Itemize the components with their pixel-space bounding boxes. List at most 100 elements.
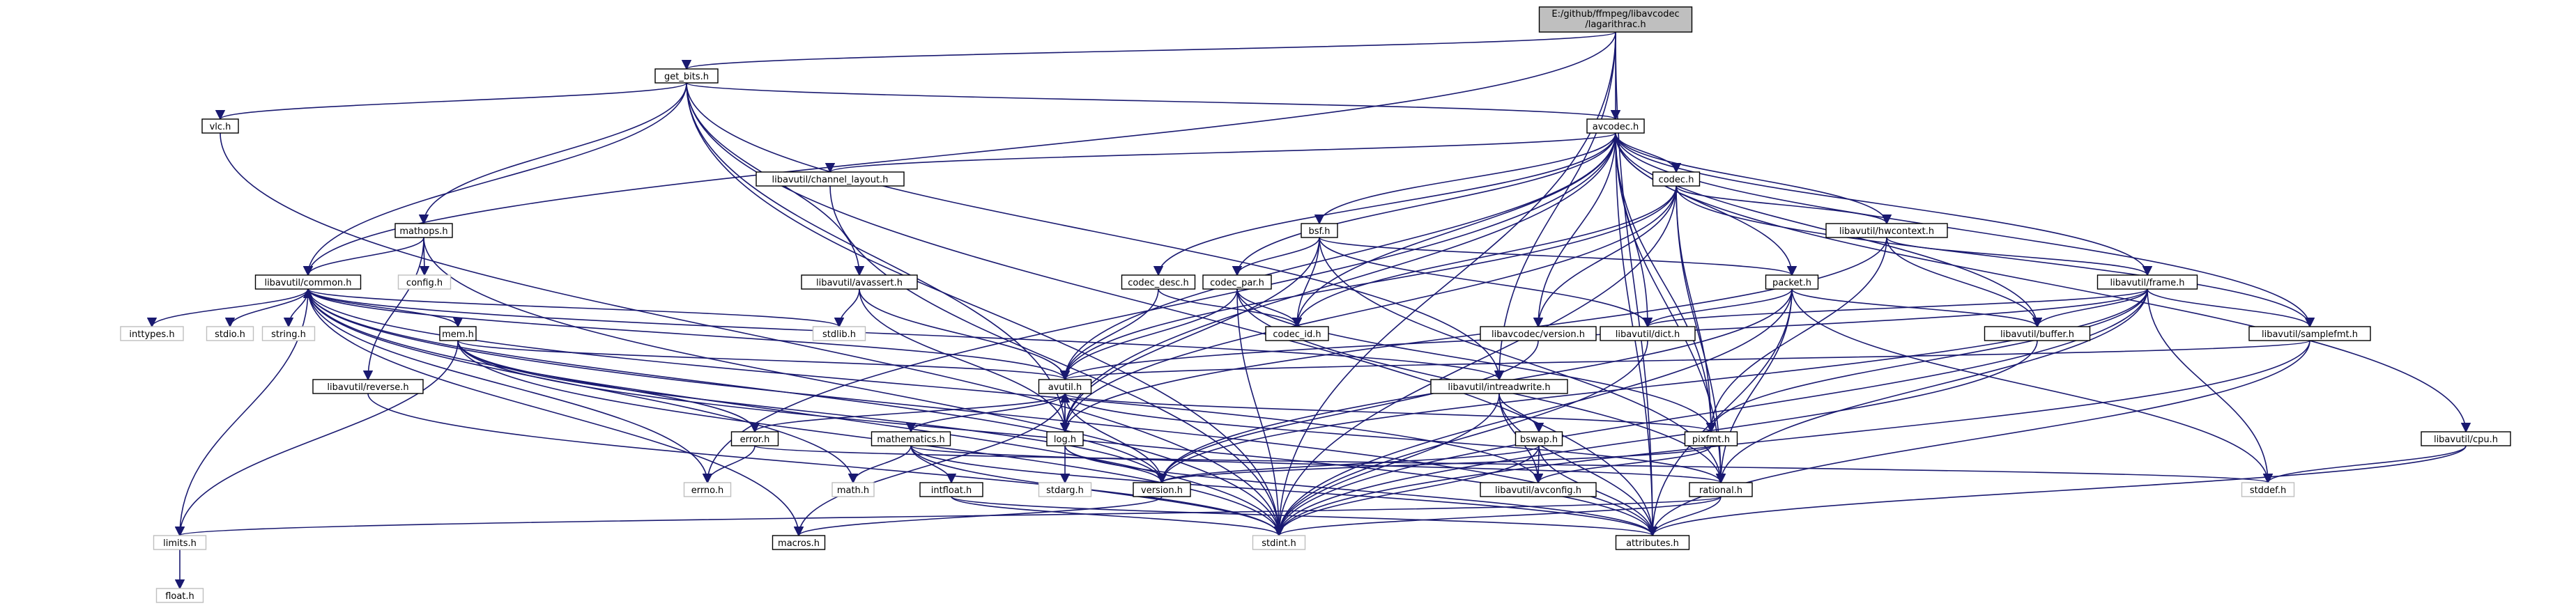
edge-avassert-to-log	[859, 288, 1071, 433]
node-avutil[interactable]: avutil.h	[1038, 379, 1092, 394]
edge-packet-to-stdint	[1273, 288, 1793, 537]
node-codec-desc[interactable]: codec_desc.h	[1121, 274, 1196, 290]
node-vlc[interactable]: vlc.h	[201, 118, 239, 134]
edge-avcodec-to-samplefmt	[1615, 132, 2315, 328]
node-label: macros.h	[778, 538, 820, 549]
edge-rational-to-attributes	[1647, 496, 1722, 537]
node-intfloat[interactable]: intfloat.h	[919, 482, 983, 497]
edge-mem-to-stdint	[457, 340, 1285, 537]
node-stddef[interactable]: stddef.h	[2241, 482, 2295, 497]
node-box	[831, 482, 875, 497]
node-label: errno.h	[691, 485, 724, 496]
edge-codec-to-samplefmt	[1676, 185, 2315, 328]
node-box	[1046, 431, 1084, 446]
node-box	[1301, 223, 1338, 238]
node-box	[1615, 535, 1690, 550]
node-macros[interactable]: macros.h	[772, 535, 826, 550]
edge-pixfmt-to-avconfig	[1533, 445, 1712, 484]
edge-rational-to-stdint	[1274, 496, 1722, 537]
edge-codec_par-to-avutil	[1059, 288, 1238, 381]
edge-reverse-to-stdint	[367, 393, 1285, 537]
edge-frame-to-version	[1156, 288, 2148, 484]
edge-common-to-intreadwrite	[307, 288, 1504, 381]
node-avassert[interactable]: libavutil/avassert.h	[801, 274, 918, 290]
edge-bswap-to-avconfig	[1533, 445, 1544, 484]
node-box	[1600, 326, 1696, 341]
node-avconfig[interactable]: libavutil/avconfig.h	[1480, 482, 1597, 497]
node-get-bits[interactable]: get_bits.h	[654, 68, 719, 84]
node-label: libavutil/dict.h	[1616, 329, 1680, 340]
node-codec-par[interactable]: codec_par.h	[1202, 274, 1272, 290]
node-cpu[interactable]: libavutil/cpu.h	[2421, 431, 2511, 446]
edge-common-to-macros	[307, 288, 804, 537]
node-stdarg[interactable]: stdarg.h	[1038, 482, 1092, 497]
edge-codec-to-codec_id	[1291, 185, 1677, 328]
node-config[interactable]: config.h	[397, 274, 452, 290]
node-mem[interactable]: mem.h	[439, 326, 477, 341]
node-stdint[interactable]: stdint.h	[1252, 535, 1306, 550]
node-box	[1765, 274, 1819, 290]
node-reverse[interactable]: libavutil/reverse.h	[312, 379, 424, 394]
node-pixfmt[interactable]: pixfmt.h	[1684, 431, 1738, 446]
node-label: stdarg.h	[1046, 485, 1084, 496]
edge-mem-to-version	[457, 340, 1167, 484]
node-buffer[interactable]: libavutil/buffer.h	[1984, 326, 2091, 341]
edge-mathematics-to-attributes	[910, 445, 1657, 537]
node-limits[interactable]: limits.h	[153, 535, 207, 550]
node-label: libavutil/common.h	[264, 278, 351, 288]
edge-common-to-stdlib	[307, 288, 844, 328]
node-samplefmt[interactable]: libavutil/samplefmt.h	[2248, 326, 2371, 341]
node-label: avutil.h	[1048, 382, 1082, 393]
node-dict[interactable]: libavutil/dict.h	[1600, 326, 1696, 341]
node-label: libavutil/cpu.h	[2434, 435, 2498, 445]
edge-frame-to-stddef	[2147, 288, 2274, 484]
node-error[interactable]: error.h	[730, 431, 779, 446]
node-stdio[interactable]: stdio.h	[206, 326, 254, 341]
node-bsf[interactable]: bsf.h	[1301, 223, 1338, 238]
node-box	[1689, 482, 1753, 497]
edge-avutil-to-mathematics	[905, 393, 1066, 433]
node-mathops[interactable]: mathops.h	[394, 223, 453, 238]
edge-intfloat-to-attributes	[951, 496, 1657, 537]
node-bswap[interactable]: bswap.h	[1515, 431, 1563, 446]
node-avcodec[interactable]: avcodec.h	[1586, 118, 1645, 134]
node-box	[394, 223, 453, 238]
node-codec[interactable]: codec.h	[1652, 171, 1701, 187]
node-inttypes[interactable]: inttypes.h	[120, 326, 184, 341]
node-channel-layout[interactable]: libavutil/channel_layout.h	[756, 171, 905, 187]
node-frame[interactable]: libavutil/frame.h	[2096, 274, 2198, 290]
edge-avutil-to-version	[1064, 393, 1167, 484]
node-mathematics[interactable]: mathematics.h	[871, 431, 951, 446]
nodes-layer: E:/github/ffmpeg/libavcodec/lagarithrac.…	[120, 6, 2511, 603]
node-rational[interactable]: rational.h	[1689, 482, 1753, 497]
node-box	[2096, 274, 2198, 290]
node-label: float.h	[165, 591, 194, 602]
node-float[interactable]: float.h	[155, 588, 204, 603]
node-packet[interactable]: packet.h	[1765, 274, 1819, 290]
node-attributes[interactable]: attributes.h	[1615, 535, 1690, 550]
node-math[interactable]: math.h	[831, 482, 875, 497]
node-string[interactable]: string.h	[261, 326, 316, 341]
node-common[interactable]: libavutil/common.h	[254, 274, 362, 290]
node-avcodec-version[interactable]: libavcodec/version.h	[1480, 326, 1597, 341]
edge-bsf-to-codec_par	[1232, 237, 1320, 276]
node-box	[120, 326, 184, 341]
node-errno[interactable]: errno.h	[683, 482, 732, 497]
edge-mem-to-avutil	[457, 340, 1070, 381]
edge-avcodec-to-avcodec_version	[1533, 132, 1616, 328]
node-codec-id[interactable]: codec_id.h	[1265, 326, 1329, 341]
edge-bsf-to-packet	[1319, 237, 1797, 276]
node-box	[2248, 326, 2371, 341]
node-label: limits.h	[163, 538, 197, 549]
node-label: codec_id.h	[1273, 329, 1321, 340]
node-hwcontext[interactable]: libavutil/hwcontext.h	[1825, 223, 1948, 238]
node-log[interactable]: log.h	[1046, 431, 1084, 446]
node-stdlib[interactable]: stdlib.h	[812, 326, 866, 341]
node-box	[201, 118, 239, 134]
node-label: log.h	[1054, 435, 1076, 445]
node-intreadwrite[interactable]: libavutil/intreadwrite.h	[1430, 379, 1568, 394]
node-label: stdlib.h	[822, 329, 856, 340]
node-label: packet.h	[1772, 278, 1811, 288]
edge-pixfmt-to-version	[1157, 445, 1712, 484]
node-version[interactable]: version.h	[1133, 482, 1191, 497]
